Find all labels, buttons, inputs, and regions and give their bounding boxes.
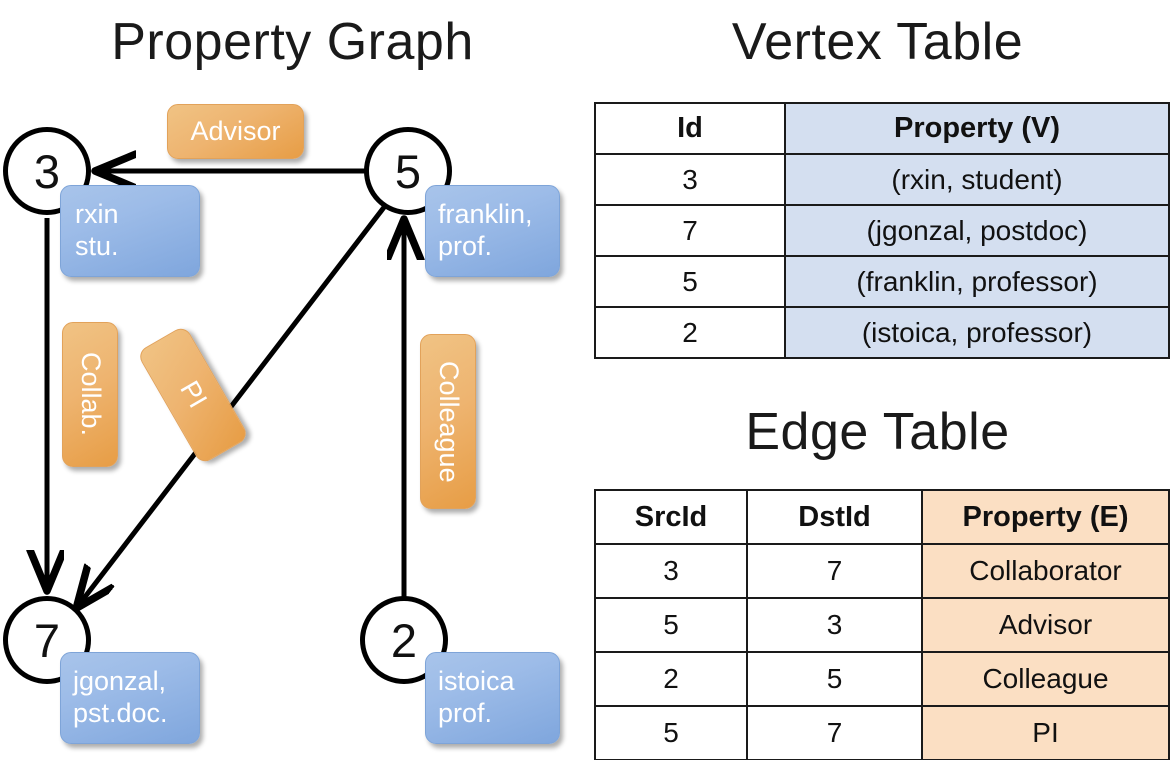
property-graph-diagram: 3 5 7 2 rxin stu. franklin, prof. jgonza… [3,104,560,744]
vertex-label-rxin[interactable]: rxin stu. [60,185,200,277]
edge-cell-dstid: 3 [746,597,923,653]
page-title-property-graph: Property Graph [111,13,474,71]
table-row[interactable]: 3 (rxin, student) [594,153,1170,206]
table-header-row: SrcId DstId Property (E) [594,489,1170,545]
table-row[interactable]: 5 7 PI [594,705,1170,760]
node-circle-2[interactable]: 2 [360,596,448,684]
edge-label-colleague[interactable]: Colleague [420,334,476,509]
table-row[interactable]: 2 (istoica, professor) [594,306,1170,359]
vertex-label-istoica-line2: prof. [438,698,493,728]
vertex-cell-id: 3 [594,153,786,206]
vertex-label-rxin-line2: stu. [75,231,119,261]
vertex-label-franklin[interactable]: franklin, prof. [425,185,560,277]
edge-cell-dstid: 5 [746,651,923,707]
edge-cell-property: Colleague [921,651,1170,707]
vertex-label-istoica[interactable]: istoica prof. [425,652,560,744]
table-header-row: Id Property (V) [594,102,1170,155]
vertex-cell-property: (jgonzal, postdoc) [784,204,1170,257]
table-row[interactable]: 2 5 Colleague [594,651,1170,707]
vertex-cell-property: (istoica, professor) [784,306,1170,359]
edge-table-header-srcid: SrcId [594,489,748,545]
edge-cell-property: PI [921,705,1170,760]
edge-table-header-dstid: DstId [746,489,923,545]
edge-cell-srcid: 5 [594,705,748,760]
vertex-label-rxin-line1: rxin [75,199,119,230]
edge-label-advisor[interactable]: Advisor [167,104,304,159]
node-circle-5[interactable]: 5 [364,127,452,215]
page-title-vertex-table: Vertex Table [731,13,1024,71]
vertex-cell-property: (franklin, professor) [784,255,1170,308]
vertex-table-header-id: Id [594,102,786,155]
vertex-label-franklin-line1: franklin, [438,199,533,230]
vertex-table: Id Property (V) 3 (rxin, student) 7 (jgo… [594,102,1170,359]
edge-label-collab[interactable]: Collab. [62,322,118,467]
edge-cell-dstid: 7 [746,543,923,599]
vertex-label-jgonzal[interactable]: jgonzal, pst.doc. [60,652,200,744]
edge-cell-srcid: 3 [594,543,748,599]
table-row[interactable]: 5 3 Advisor [594,597,1170,653]
vertex-cell-id: 7 [594,204,786,257]
edge-cell-srcid: 2 [594,651,748,707]
vertex-cell-id: 2 [594,306,786,359]
edge-cell-dstid: 7 [746,705,923,760]
vertex-label-istoica-line1: istoica [438,666,515,697]
vertex-table-header-property: Property (V) [784,102,1170,155]
vertex-cell-property: (rxin, student) [784,153,1170,206]
vertex-label-jgonzal-line2: pst.doc. [73,698,168,728]
edge-table-header-property: Property (E) [921,489,1170,545]
table-row[interactable]: 7 (jgonzal, postdoc) [594,204,1170,257]
vertex-label-jgonzal-line1: jgonzal, [73,666,167,697]
vertex-label-franklin-line2: prof. [438,231,493,261]
edge-table: SrcId DstId Property (E) 3 7 Collaborato… [594,489,1170,760]
table-row[interactable]: 3 7 Collaborator [594,543,1170,599]
page-title-edge-table: Edge Table [745,403,1010,461]
edge-cell-property: Advisor [921,597,1170,653]
table-row[interactable]: 5 (franklin, professor) [594,255,1170,308]
edge-cell-srcid: 5 [594,597,748,653]
edge-cell-property: Collaborator [921,543,1170,599]
vertex-cell-id: 5 [594,255,786,308]
